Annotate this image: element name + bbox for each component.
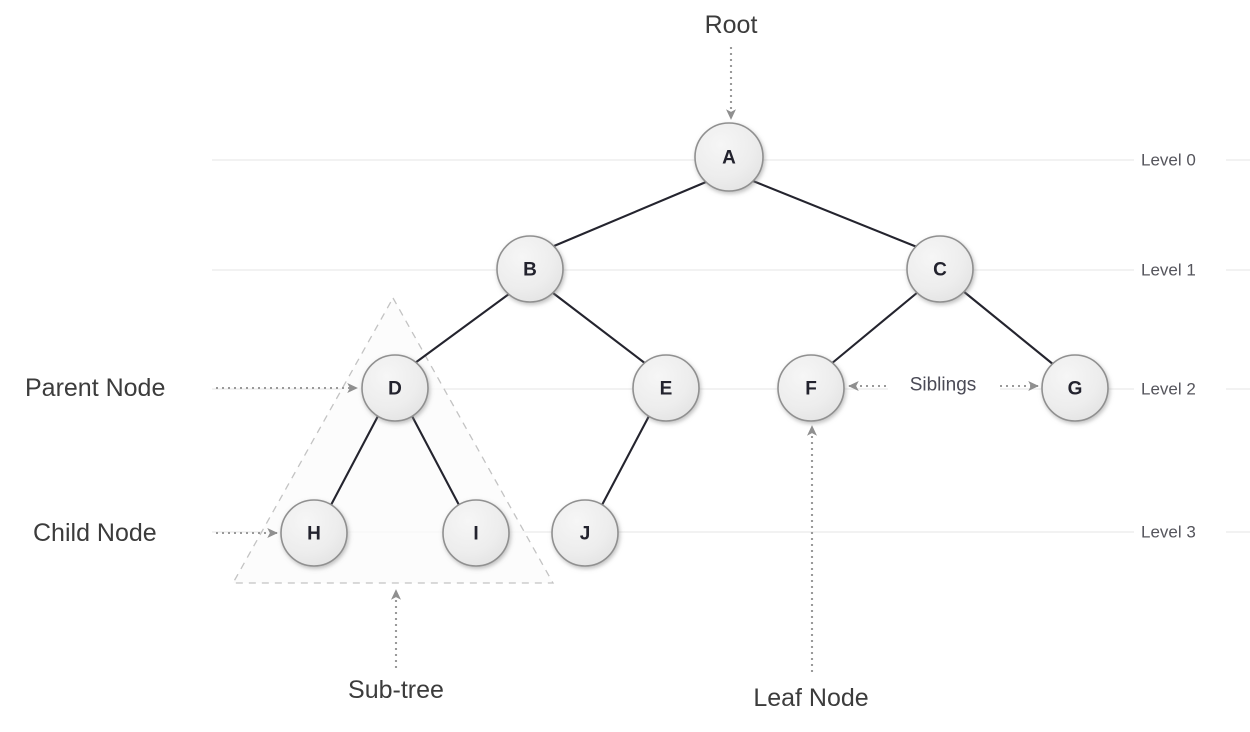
tree-node-a[interactable]: A	[694, 122, 764, 192]
tree-node-f[interactable]: F	[777, 354, 845, 422]
tree-node-i[interactable]: I	[442, 499, 510, 567]
node-label-i: I	[473, 524, 478, 545]
tree-node-h[interactable]: H	[280, 499, 348, 567]
node-circle-a[interactable]	[694, 122, 764, 192]
node-label-h: H	[307, 524, 321, 545]
node-label-c: C	[933, 260, 947, 281]
edge-b-e	[551, 291, 648, 366]
annotation-sub-tree-label: Sub-tree	[348, 676, 444, 704]
annotation-connectors	[216, 47, 1039, 672]
node-circle-b[interactable]	[496, 235, 564, 303]
edge-d-i	[410, 414, 461, 507]
edge-d-h	[329, 414, 380, 507]
level-0-label: Level 0	[1141, 151, 1196, 170]
annotation-siblings-label: Siblings	[910, 375, 977, 396]
level-3-label: Level 3	[1141, 523, 1196, 542]
node-label-b: B	[523, 260, 537, 281]
level-0-label-backdrop	[1134, 147, 1226, 173]
level-2-label: Level 2	[1141, 380, 1196, 399]
node-circle-h[interactable]	[280, 499, 348, 567]
edge-b-d	[413, 292, 511, 365]
level-3-label-backdrop	[1134, 519, 1226, 545]
tree-node-c[interactable]: C	[906, 235, 974, 303]
tree-node-d[interactable]: D	[361, 354, 429, 422]
node-circle-d[interactable]	[361, 354, 429, 422]
annotation-child-node-label: Child Node	[33, 519, 157, 547]
node-label-d: D	[388, 379, 402, 400]
node-label-g: G	[1068, 379, 1083, 400]
edge-c-f	[829, 290, 920, 366]
tree-node-b[interactable]: B	[496, 235, 564, 303]
edge-c-g	[961, 289, 1056, 367]
siblings-label-backdrop	[888, 372, 1000, 399]
node-label-j: J	[580, 524, 591, 545]
node-circle-f[interactable]	[777, 354, 845, 422]
tree-nodes: A B C D E F G	[280, 122, 1109, 567]
edge-a-b	[552, 180, 708, 248]
tree-node-g[interactable]: G	[1041, 354, 1109, 422]
level-labels: Level 0 Level 1 Level 2 Level 3	[1134, 147, 1226, 545]
level-1-label: Level 1	[1141, 261, 1196, 280]
tree-node-j[interactable]: J	[551, 499, 619, 567]
node-label-f: F	[805, 379, 817, 400]
node-circle-j[interactable]	[551, 499, 619, 567]
tree-node-e[interactable]: E	[632, 354, 700, 422]
node-label-a: A	[722, 148, 736, 169]
level-2-label-backdrop	[1134, 376, 1226, 402]
annotation-parent-node-label: Parent Node	[25, 374, 165, 402]
node-label-e: E	[660, 379, 673, 400]
annotation-leaf-node-label: Leaf Node	[753, 684, 868, 712]
annotation-root-label: Root	[705, 11, 758, 39]
level-1-label-backdrop	[1134, 257, 1226, 283]
edge-a-c	[751, 179, 919, 249]
node-circle-e[interactable]	[632, 354, 700, 422]
annotation-labels: Root Parent Node Child Node Siblings Sub…	[25, 11, 976, 712]
node-circle-i[interactable]	[442, 499, 510, 567]
node-circle-g[interactable]	[1041, 354, 1109, 422]
node-circle-c[interactable]	[906, 235, 974, 303]
edge-e-j	[600, 414, 651, 507]
tree-edges	[329, 179, 1056, 507]
